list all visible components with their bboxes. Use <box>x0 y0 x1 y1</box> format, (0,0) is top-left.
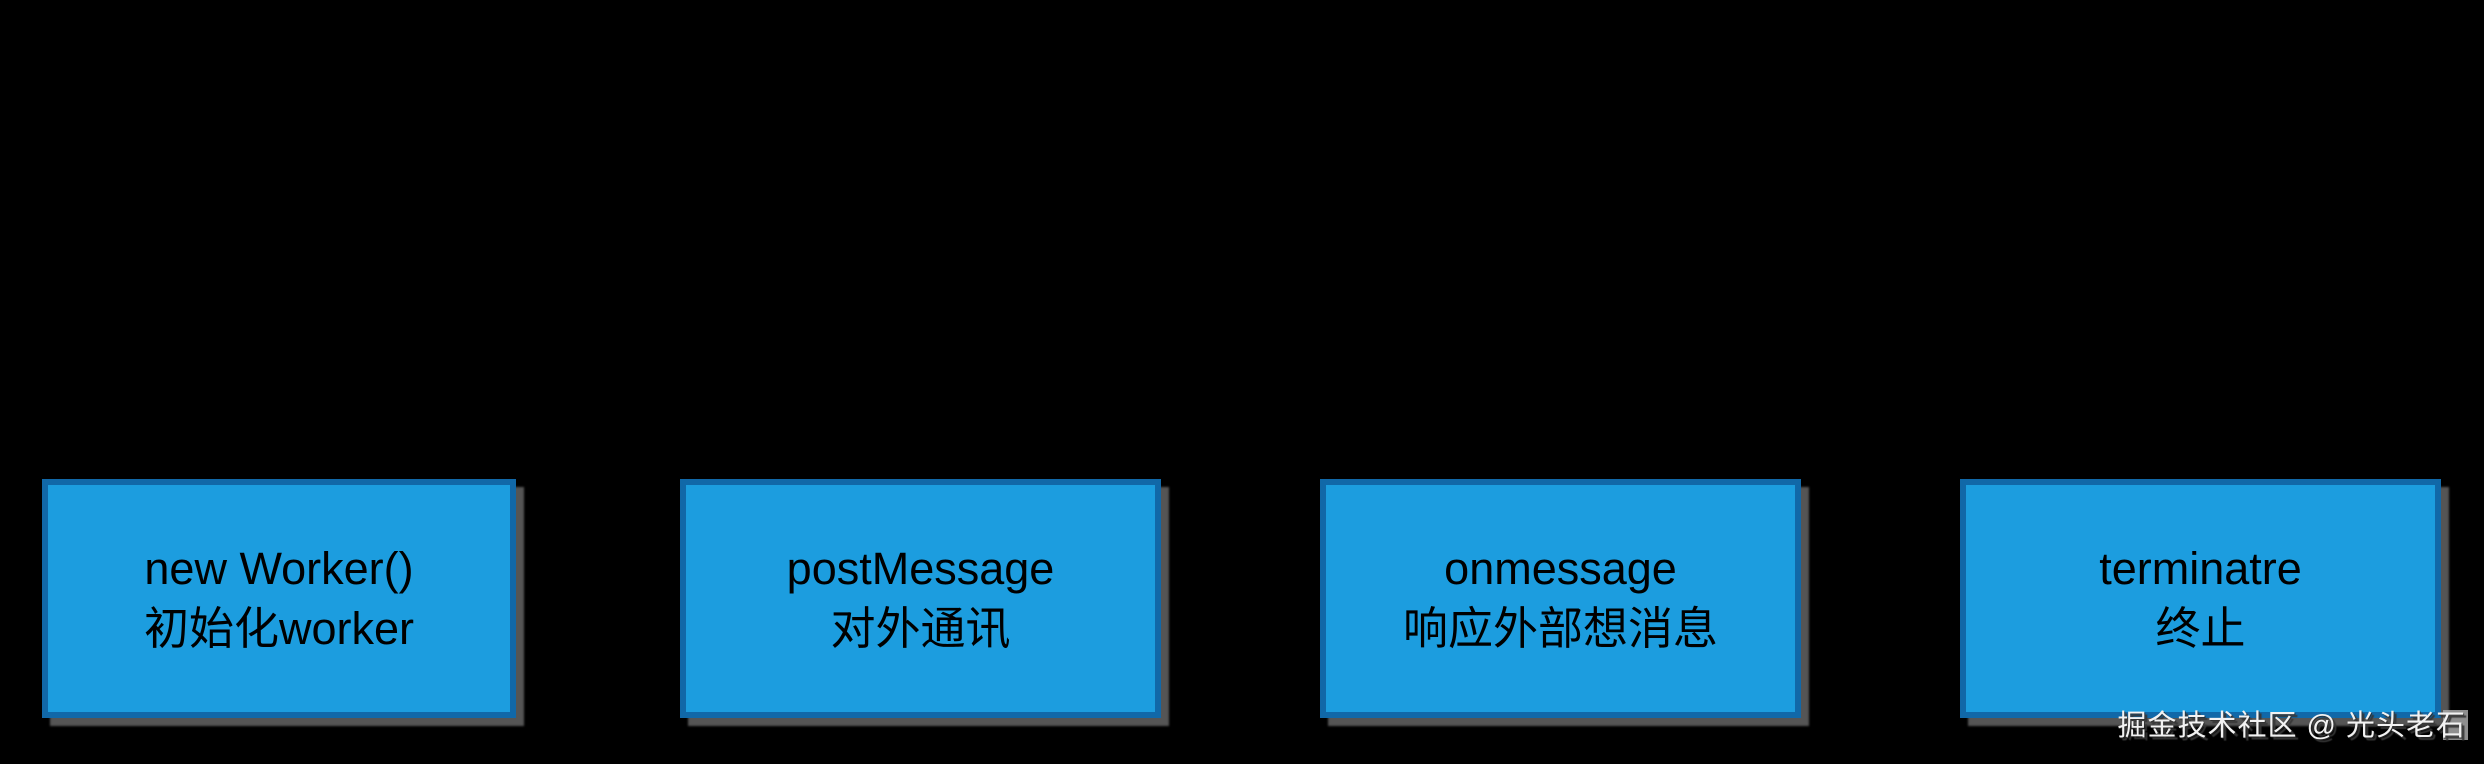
node-label-zh: 响应外部想消息 <box>1402 602 1718 654</box>
node-label-en: onmessage <box>1444 542 1677 594</box>
watermark: 掘金技术社区 @ 光头老石 <box>2117 710 2466 742</box>
watermark-highlight-patch <box>2443 710 2468 740</box>
node-label-en: new Worker() <box>144 542 414 594</box>
node-label-zh: 对外通讯 <box>830 602 1011 654</box>
node-label-zh: 终止 <box>2155 602 2246 654</box>
node-label-en: postMessage <box>786 542 1055 594</box>
node-label-zh: 初始化worker <box>143 602 415 654</box>
node-label-en: terminatre <box>2099 542 2302 594</box>
node-new-worker: new Worker() 初始化worker <box>42 479 516 718</box>
node-postmessage: postMessage 对外通讯 <box>680 479 1161 718</box>
node-terminate: terminatre 终止 <box>1960 479 2441 718</box>
node-onmessage: onmessage 响应外部想消息 <box>1320 479 1801 718</box>
